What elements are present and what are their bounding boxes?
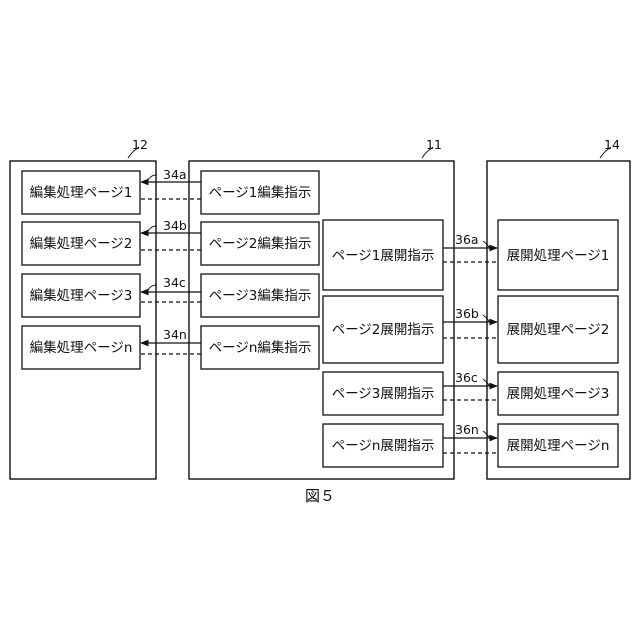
edit-connector-3: 34c (141, 275, 201, 302)
edit-ref: 34b (163, 218, 187, 233)
edit-instruction-label: ページn編集指示 (209, 340, 312, 356)
edit-instruction-label: ページ3編集指示 (209, 288, 312, 304)
expand-instruction-label: ページ1展開指示 (332, 248, 435, 264)
page-expand-instruction-n: ページn展開指示 (323, 424, 443, 467)
page-edit-instruction-3: ページ3編集指示 (201, 274, 319, 317)
expand-process-page-n: 展開処理ページn (498, 424, 618, 467)
expand-instruction-label: ページ3展開指示 (332, 386, 435, 402)
edit-process-page-label: 編集処理ページ2 (30, 236, 133, 252)
expand-process-page-2: 展開処理ページ2 (498, 296, 618, 363)
expand-ref: 36c (455, 370, 478, 385)
expand-ref: 36a (455, 232, 479, 247)
expand-connector-n: 36n (443, 422, 497, 453)
edit-instruction-label: ページ1編集指示 (209, 185, 312, 201)
edit-connector-2: 34b (141, 218, 201, 250)
edit-ref: 34c (163, 275, 186, 290)
edit-ref: 34a (163, 167, 187, 182)
page-edit-instruction-2: ページ2編集指示 (201, 222, 319, 265)
page-expand-instruction-3: ページ3展開指示 (323, 372, 443, 415)
frame-left-ref: 12 (132, 137, 148, 152)
expand-process-page-1: 展開処理ページ1 (498, 220, 618, 290)
expand-process-page-label: 展開処理ページ1 (507, 248, 610, 264)
edit-process-page-n: 編集処理ページn (22, 326, 140, 369)
expand-ref: 36n (455, 422, 479, 437)
expand-instruction-label: ページn展開指示 (332, 438, 435, 454)
page-expand-instruction-2: ページ2展開指示 (323, 296, 443, 363)
expand-connector-3: 36c (443, 370, 497, 400)
expand-connector-2: 36b (443, 306, 497, 338)
expand-process-page-3: 展開処理ページ3 (498, 372, 618, 415)
frame-right-ref: 14 (604, 137, 620, 152)
edit-connector-1: 34a (141, 167, 201, 199)
page-expand-instruction-1: ページ1展開指示 (323, 220, 443, 290)
edit-process-page-label: 編集処理ページ3 (30, 288, 133, 304)
expand-process-page-label: 展開処理ページ2 (507, 322, 610, 338)
frame-center-ref: 11 (426, 137, 442, 152)
edit-instruction-label: ページ2編集指示 (209, 236, 312, 252)
edit-process-page-label: 編集処理ページn (30, 340, 133, 356)
edit-process-page-2: 編集処理ページ2 (22, 222, 140, 265)
edit-connector-n: 34n (141, 327, 201, 354)
edit-process-page-1: 編集処理ページ1 (22, 171, 140, 214)
expand-process-page-label: 展開処理ページ3 (507, 386, 610, 402)
edit-process-page-label: 編集処理ページ1 (30, 185, 133, 201)
page-edit-instruction-1: ページ1編集指示 (201, 171, 319, 214)
edit-process-page-3: 編集処理ページ3 (22, 274, 140, 317)
expand-process-page-label: 展開処理ページn (507, 438, 610, 454)
expand-connector-1: 36a (443, 232, 497, 262)
figure-caption: 図５ (305, 487, 335, 505)
page-edit-instruction-n: ページn編集指示 (201, 326, 319, 369)
edit-ref: 34n (163, 327, 187, 342)
expand-instruction-label: ページ2展開指示 (332, 322, 435, 338)
expand-ref: 36b (455, 306, 479, 321)
